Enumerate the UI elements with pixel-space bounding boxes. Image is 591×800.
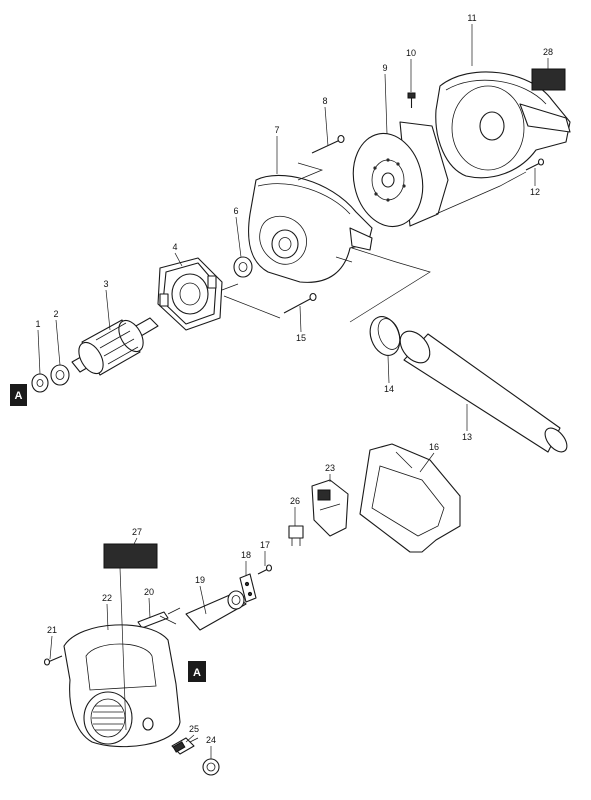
svg-text:A: A [193, 667, 201, 679]
part-20-cord-piece [137, 607, 181, 629]
label-part-23: 23 [325, 463, 335, 473]
label-part-24: 24 [206, 735, 216, 745]
part-17-screw [257, 564, 273, 575]
label-part-22: 22 [102, 593, 112, 603]
reference-marker-a-lower: A [188, 661, 206, 682]
label-part-15: 15 [296, 333, 306, 343]
reference-marker-a-upper: A [10, 384, 27, 406]
assembly-lines-upper [223, 162, 527, 323]
label-part-6: 6 [233, 206, 238, 216]
label-part-11: 11 [467, 13, 476, 23]
part-number-labels: 1 2 3 4 6 7 8 9 10 11 12 13 14 15 16 17 … [35, 13, 553, 759]
label-part-28: 28 [543, 47, 553, 57]
part-12-screw [525, 158, 545, 171]
part-18-clamp [239, 573, 257, 603]
part-1-bearing [31, 373, 49, 393]
label-part-8: 8 [322, 96, 327, 106]
label-part-7: 7 [274, 125, 279, 135]
part-25-carbon-brush [171, 737, 199, 755]
label-part-17: 17 [260, 540, 270, 550]
label-part-21: 21 [47, 625, 57, 635]
part-6-bearing [233, 256, 253, 278]
part-26-capacitor [288, 525, 304, 546]
part-14-ring [369, 316, 401, 356]
part-7-motor-housing [248, 174, 373, 283]
label-part-10: 10 [406, 48, 416, 58]
part-23-switch [311, 479, 349, 537]
part-28-label-plate [531, 68, 566, 91]
label-part-20: 20 [144, 587, 154, 597]
label-part-2: 2 [53, 309, 58, 319]
label-part-9: 9 [382, 63, 387, 73]
label-part-18: 18 [241, 550, 251, 560]
part-2-bearing [50, 364, 70, 386]
label-part-25: 25 [189, 724, 199, 734]
svg-text:A: A [15, 390, 23, 402]
part-27-label-plate [103, 543, 158, 569]
part-9-fan [352, 121, 449, 228]
label-part-26: 26 [290, 496, 300, 506]
label-part-27: 27 [132, 527, 142, 537]
part-16-handle [359, 443, 461, 553]
part-11-fan-housing [435, 71, 571, 179]
part-10-screw [407, 92, 416, 108]
part-15-screw [283, 292, 317, 314]
part-24-brush-cap [202, 758, 220, 776]
part-22-housing-set [63, 567, 181, 748]
label-part-19: 19 [195, 575, 205, 585]
label-part-12: 12 [530, 187, 540, 197]
part-19-cord-guard [185, 590, 247, 631]
label-part-16: 16 [429, 442, 439, 452]
label-part-14: 14 [384, 384, 394, 394]
part-13-nozzle [399, 330, 568, 453]
label-part-4: 4 [172, 242, 177, 252]
part-8-screw [311, 134, 345, 154]
part-21-screw [43, 655, 63, 666]
part-3-armature [71, 317, 159, 376]
part-4-field [157, 257, 239, 331]
label-part-13: 13 [462, 432, 472, 442]
label-part-1: 1 [35, 319, 40, 329]
label-part-3: 3 [103, 279, 108, 289]
